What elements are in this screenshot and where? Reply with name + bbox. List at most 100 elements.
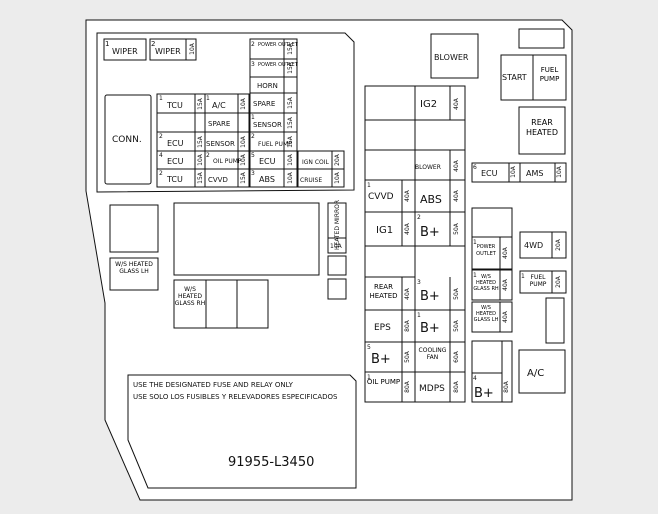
mf-cvvd-slot: 1 (367, 182, 371, 189)
rf-power-outlet-label: POWER OUTLET (476, 244, 496, 257)
ecu-5-rating: 10A (287, 153, 294, 166)
ecu-2-slot: 2 (159, 133, 163, 140)
rf-bplus-rating: 80A (503, 380, 510, 393)
mf-abs-label: ABS (420, 193, 442, 206)
ign-coil-label: IGN COIL (302, 159, 329, 166)
cruise-rating: 10A (334, 171, 341, 184)
rf-ws-rh-rating: 40A (502, 278, 509, 291)
oil-pump-small-label: OIL PUMP (213, 158, 242, 165)
oil-pump-small-rating: 10A (240, 153, 247, 166)
mf-bplus3-rating: 50A (453, 319, 460, 332)
wiper-a-label: WIPER (112, 47, 138, 56)
mf-bplus1-label: B+ (420, 225, 440, 240)
tcu-2-rating: 15A (197, 171, 204, 184)
ecu-5-slot: 5 (251, 152, 255, 159)
small-fuse-panel-outline (96, 32, 355, 193)
spare-top-rating: 15A (287, 96, 294, 109)
relay-socket-empty (109, 204, 159, 253)
abs-small-label: ABS (259, 175, 275, 184)
tcu-1-slot: 1 (159, 95, 163, 102)
cruise-label: CRUISE (300, 177, 322, 184)
mf-eps-rating: 80A (404, 319, 411, 332)
ac-relay-label: A/C (527, 368, 544, 379)
sensor-a-rating: 15A (287, 116, 294, 129)
rf-fuel-pump-slot: 1 (521, 273, 525, 280)
cvvd-small-label: CVVD (208, 176, 228, 184)
rf-power-outlet-rating: 40A (502, 246, 509, 259)
mf-bplus1-slot: 2 (417, 214, 421, 221)
mf-bplus1-rating: 50A (453, 222, 460, 235)
sensor-a-label: SENSOR (253, 121, 282, 129)
start-relay-label: START (502, 73, 527, 82)
mf-oil-pump-label: OIL PUMP (366, 378, 401, 386)
tcu-1-label: TCU (166, 101, 183, 110)
power-outlet-a-label: POWER OUTLET (258, 42, 299, 48)
rf-4wd-label: 4WD (524, 241, 543, 250)
horn-label: HORN (257, 82, 278, 90)
tcu-2-label: TCU (166, 175, 183, 184)
ecu-4-rating: 10A (197, 153, 204, 166)
sensor-a-slot: 1 (251, 114, 255, 121)
mf-oil-pump-slot: 1 (367, 374, 371, 381)
ws-heated-lh-relay (109, 257, 159, 291)
mf-cooling-fan-label: COOLING FAN (418, 347, 447, 361)
ecu-2-rating: 15A (197, 135, 204, 148)
fuel-pump-relay-label: FUEL PUMP (539, 66, 560, 83)
cvvd-small-rating: 15A (240, 171, 247, 184)
abs-small-slot: 3 (251, 170, 255, 177)
tcu-1-rating: 15A (197, 97, 204, 110)
mf-oil-pump-rating: 80A (404, 380, 411, 393)
mf-mdps-label: MDPS (419, 384, 445, 394)
mf-rear-heated-rating: 40A (404, 287, 411, 300)
ecu-4-slot: 4 (159, 152, 163, 159)
ws-heated-lh-relay-label: W/S HEATED GLASS LH (115, 261, 153, 275)
power-outlet-b-slot: 3 (251, 61, 255, 68)
power-outlet-b-rating: 15A (287, 61, 294, 74)
rf-ams-label: AMS (526, 169, 543, 178)
mf-bplus4-slot: 5 (367, 344, 371, 351)
mf-ig1-label: IG1 (376, 225, 393, 236)
blower-relay-label: BLOWER (434, 53, 469, 62)
mf-blower-rating: 40A (453, 159, 460, 172)
ac-1-rating: 10A (240, 97, 247, 110)
mf-bplus4-rating: 50A (404, 350, 411, 363)
spare-top-label: SPARE (253, 100, 275, 108)
ac-1-label: A/C (212, 101, 226, 110)
wiper-b-slot: 2 (151, 40, 155, 48)
mf-ig2-rating: 40A (453, 97, 460, 110)
ign-coil-rating: 20A (334, 153, 341, 166)
wiper-b-label: WIPER (155, 47, 181, 56)
rf-ams-rating: 10A (556, 165, 563, 178)
rf-bplus-slot: 4 (473, 375, 477, 382)
mf-bplus3-label: B+ (420, 321, 440, 336)
rf-ecu-label: ECU (481, 169, 498, 178)
heated-mirror-rating: 10A (330, 243, 343, 250)
mf-rear-heated-label: REAR HEATED (369, 283, 398, 300)
ecu-4-label: ECU (167, 157, 184, 166)
notice-line-es: USE SOLO LOS FUSIBLES Y RELEVADORES ESPE… (133, 393, 338, 401)
rf-ws-lh-label: W/S HEATED GLASS LH (473, 305, 499, 323)
fuel-pump-small-rating: 15A (287, 135, 294, 148)
large-relay-socket (173, 202, 320, 276)
mf-mdps-rating: 80A (453, 380, 460, 393)
mf-bplus4-label: B+ (371, 352, 391, 367)
mf-bplus3-slot: 1 (417, 312, 421, 319)
power-outlet-b-label: POWER OUTLET (258, 62, 299, 68)
fuel-pump-small-label: FUEL PUMP (258, 141, 292, 148)
ecu-5-label: ECU (259, 157, 276, 166)
ecu-2-label: ECU (167, 139, 184, 148)
heated-mirror-label: HEATED MIRROR (334, 200, 341, 250)
power-outlet-a-slot: 2 (251, 41, 255, 48)
sensor-b-rating: 10A (240, 135, 247, 148)
rf-4wd-rating: 20A (555, 238, 562, 251)
mf-bplus2-slot: 3 (417, 279, 421, 286)
rf-fuel-pump-rating: 20A (555, 275, 562, 288)
wiper-a-slot: 1 (105, 40, 109, 48)
mf-bplus2-rating: 50A (453, 287, 460, 300)
oil-pump-small-slot: 2 (206, 152, 210, 159)
mf-cooling-fan-rating: 60A (453, 350, 460, 363)
mf-eps-label: EPS (374, 323, 391, 333)
power-outlet-a-rating: 15A (287, 42, 294, 55)
